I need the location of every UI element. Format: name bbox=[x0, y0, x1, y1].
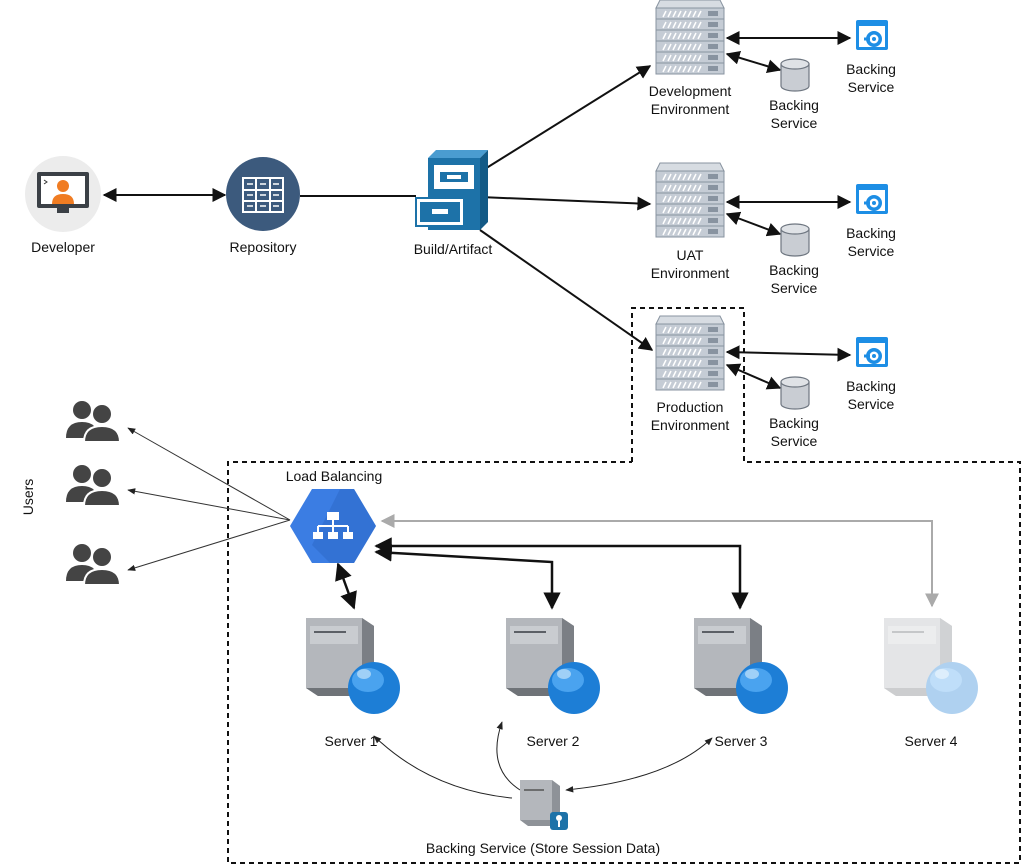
server-2-icon bbox=[505, 617, 601, 715]
uat-db-label-1: Backing bbox=[769, 262, 819, 278]
uat-env-label-1: UAT bbox=[677, 247, 704, 263]
production-env-label-2: Environment bbox=[651, 417, 730, 433]
key-server-icon bbox=[520, 780, 568, 830]
production-boundary bbox=[227, 307, 1021, 864]
uat-database-icon bbox=[780, 223, 810, 257]
users-icon bbox=[65, 400, 121, 443]
server-1-label: Server 1 bbox=[325, 733, 378, 749]
load-balancer-icon bbox=[290, 489, 376, 563]
production-server-rack-icon bbox=[655, 315, 725, 391]
uat-db-label-2: Service bbox=[771, 280, 818, 296]
production-env-label-1: Production bbox=[657, 399, 724, 415]
file-cabinet-icon bbox=[415, 150, 488, 230]
uat-app-label-2: Service bbox=[848, 243, 895, 259]
uat-env-label-2: Environment bbox=[651, 265, 730, 281]
uat-app-service-icon bbox=[854, 182, 890, 216]
dev-app-service-icon bbox=[854, 18, 890, 52]
server-4-icon bbox=[883, 617, 979, 715]
repository-label: Repository bbox=[230, 239, 297, 255]
developer-icon bbox=[25, 156, 101, 232]
build-label: Build/Artifact bbox=[414, 241, 493, 257]
dev-app-label-1: Backing bbox=[846, 61, 896, 77]
dev-db-label-2: Service bbox=[771, 115, 818, 131]
server-3-icon bbox=[693, 617, 789, 715]
dev-db-label-1: Backing bbox=[769, 97, 819, 113]
prod-db-label-1: Backing bbox=[769, 415, 819, 431]
dev-app-label-2: Service bbox=[848, 79, 895, 95]
users-icon bbox=[65, 464, 121, 507]
development-env-label-1: Development bbox=[649, 83, 732, 99]
development-env-label-2: Environment bbox=[651, 101, 730, 117]
prod-db-label-2: Service bbox=[771, 433, 818, 449]
uat-app-label-1: Backing bbox=[846, 225, 896, 241]
dev-database-icon bbox=[780, 58, 810, 92]
users-label: Users bbox=[20, 479, 36, 516]
session-store-label: Backing Service (Store Session Data) bbox=[426, 840, 660, 856]
prod-database-icon bbox=[780, 376, 810, 410]
prod-app-label-1: Backing bbox=[846, 378, 896, 394]
server-2-label: Server 2 bbox=[527, 733, 580, 749]
connectors bbox=[102, 31, 939, 799]
users-icon bbox=[65, 543, 121, 586]
uat-server-rack-icon bbox=[655, 162, 725, 238]
server-1-icon bbox=[305, 617, 401, 715]
prod-app-label-2: Service bbox=[848, 396, 895, 412]
server-3-label: Server 3 bbox=[715, 733, 768, 749]
development-server-rack-icon bbox=[655, 0, 725, 75]
server-4-label: Server 4 bbox=[905, 733, 958, 749]
developer-label: Developer bbox=[31, 239, 95, 255]
prod-app-service-icon bbox=[854, 335, 890, 369]
repository-icon bbox=[226, 157, 300, 231]
load-balancing-label: Load Balancing bbox=[286, 468, 383, 484]
